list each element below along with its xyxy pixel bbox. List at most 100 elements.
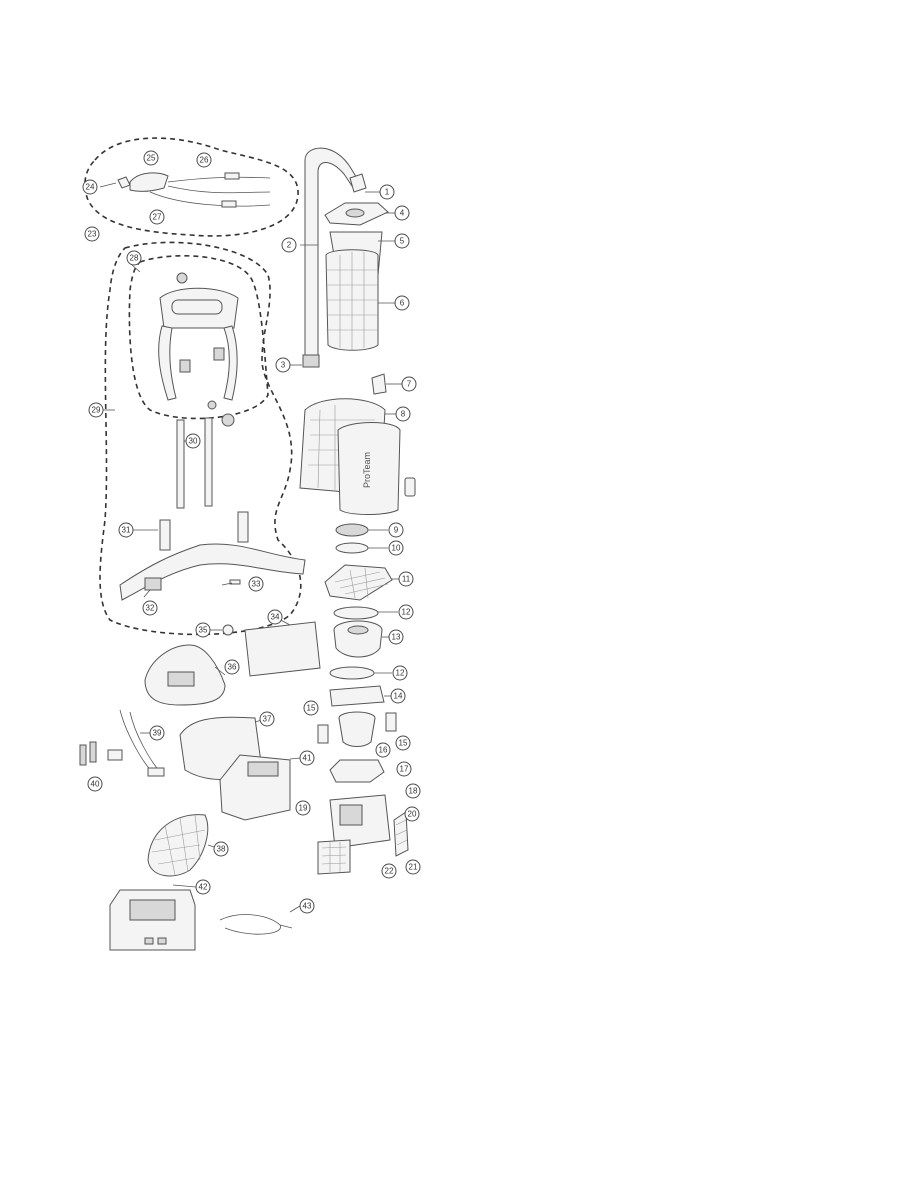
callout-10: 10 (388, 540, 404, 556)
svg-text:37: 37 (263, 715, 272, 724)
callout-30: 30 (185, 433, 201, 449)
filter-plate-34 (244, 621, 321, 677)
group-outline-29 (99, 241, 302, 636)
callout-32: 32 (142, 600, 158, 616)
callout-42: 42 (195, 879, 211, 895)
power-cord-43 (219, 914, 293, 935)
svg-text:21: 21 (409, 863, 418, 872)
main-body-8: ProTeam (299, 398, 416, 515)
motor-mount-11 (324, 564, 393, 601)
group-outline-28 (128, 254, 269, 420)
bracket-14 (329, 685, 385, 707)
svg-text:12: 12 (396, 669, 405, 678)
svg-text:8: 8 (401, 410, 406, 419)
callout-39: 39 (149, 725, 165, 741)
callout-24: 24 (82, 179, 98, 195)
callout-37: 37 (259, 711, 275, 727)
svg-text:28: 28 (130, 254, 139, 263)
filter-screen-6 (325, 249, 379, 351)
svg-text:12: 12 (402, 608, 411, 617)
svg-text:10: 10 (392, 544, 401, 553)
svg-text:41: 41 (303, 754, 312, 763)
callout-23: 23 (84, 226, 100, 242)
callout-7: 7 (401, 376, 417, 392)
callout-12a: 12 (398, 604, 414, 620)
callout-13: 13 (388, 629, 404, 645)
svg-text:1: 1 (385, 188, 390, 197)
svg-text:3: 3 (281, 361, 286, 370)
callout-35: 35 (195, 622, 211, 638)
svg-text:26: 26 (200, 156, 209, 165)
callout-28: 28 (126, 250, 142, 266)
callout-22: 22 (381, 863, 397, 879)
svg-text:42: 42 (199, 883, 208, 892)
svg-text:23: 23 (88, 230, 97, 239)
callout-17: 17 (396, 761, 412, 777)
callout-6: 6 (394, 295, 410, 311)
tray-17 (329, 759, 385, 783)
filter-disc-9 (335, 523, 369, 537)
group-outline-23 (84, 137, 299, 237)
callout-3: 3 (275, 357, 291, 373)
svg-text:30: 30 (189, 437, 198, 446)
svg-text:16: 16 (379, 746, 388, 755)
svg-text:43: 43 (303, 902, 312, 911)
callout-18: 18 (405, 783, 421, 799)
svg-text:27: 27 (153, 213, 162, 222)
svg-text:39: 39 (153, 729, 162, 738)
svg-text:38: 38 (217, 845, 226, 854)
callout-5: 5 (394, 233, 410, 249)
svg-text:29: 29 (92, 406, 101, 415)
callout-20: 20 (404, 806, 420, 822)
callout-34: 34 (267, 609, 283, 625)
callout-15b: 15 (395, 735, 411, 751)
callout-8: 8 (395, 406, 411, 422)
callout-33: 33 (248, 576, 264, 592)
clip-15a (317, 724, 329, 744)
svg-text:24: 24 (86, 183, 95, 192)
svg-text:35: 35 (199, 626, 208, 635)
clip-15b (385, 712, 397, 732)
svg-text:34: 34 (271, 613, 280, 622)
callout-12b: 12 (392, 665, 408, 681)
svg-text:4: 4 (400, 209, 405, 218)
gasket-12a (333, 606, 379, 620)
fan-housing-16 (338, 711, 376, 747)
filter-panel-21 (317, 839, 351, 875)
svg-text:40: 40 (91, 780, 100, 789)
svg-text:22: 22 (385, 867, 394, 876)
motor-13 (333, 620, 383, 658)
leader-lines (99, 182, 405, 913)
svg-text:14: 14 (394, 692, 403, 701)
svg-text:32: 32 (146, 604, 155, 613)
cord-assembly (117, 172, 271, 208)
clip-7 (371, 373, 387, 395)
callout-21: 21 (405, 859, 421, 875)
charger-42 (109, 889, 196, 951)
svg-text:19: 19 (299, 804, 308, 813)
svg-text:2: 2 (287, 241, 292, 250)
brand-wordmark: ProTeam (362, 452, 372, 488)
svg-text:13: 13 (392, 633, 401, 642)
callout-19: 19 (295, 800, 311, 816)
svg-text:20: 20 (408, 810, 417, 819)
callout-9: 9 (388, 522, 404, 538)
svg-text:33: 33 (252, 580, 261, 589)
callout-25: 25 (143, 150, 159, 166)
callout-27: 27 (149, 209, 165, 225)
mesh-tray-38 (147, 814, 209, 877)
callout-31: 31 (118, 522, 134, 538)
knob-35 (222, 624, 234, 636)
callout-36: 36 (224, 659, 240, 675)
svg-text:15: 15 (399, 739, 408, 748)
callout-38: 38 (213, 841, 229, 857)
callout-1: 1 (379, 184, 395, 200)
filter-panel-20 (393, 811, 409, 857)
callout-4: 4 (394, 205, 410, 221)
callout-29: 29 (88, 402, 104, 418)
svg-text:31: 31 (122, 526, 131, 535)
svg-text:9: 9 (394, 526, 399, 535)
callout-16: 16 (375, 742, 391, 758)
gasket-12b (329, 666, 375, 680)
